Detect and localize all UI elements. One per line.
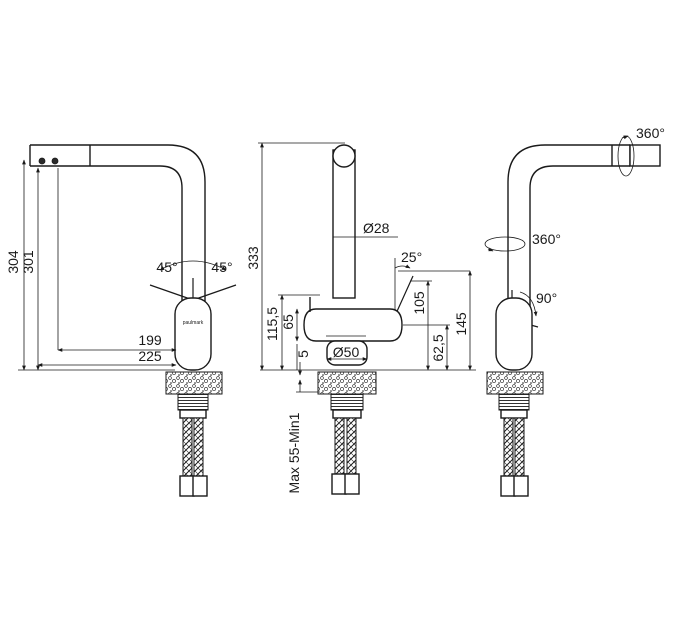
supply-hose (334, 417, 345, 475)
angle-label-left: 45° (156, 259, 177, 275)
dim-label-301: 301 (20, 250, 36, 274)
supply-hose (514, 417, 525, 477)
lever-left-position (149, 284, 194, 301)
faucet-body (174, 297, 212, 371)
dim-label-145: 145 (453, 312, 469, 336)
supply-hose (503, 417, 514, 477)
left-side-view: 304 301 45° 45° paulmark 199 225 (5, 144, 237, 497)
dim-label-5: 5 (295, 350, 311, 358)
hose-fitting (513, 475, 529, 497)
dim-label-199: 199 (138, 332, 162, 348)
lever-right-position (192, 284, 237, 301)
supply-hose (193, 417, 204, 477)
aerator-icon (51, 157, 59, 165)
faucet-body (495, 297, 533, 371)
mounting-nut (179, 409, 207, 419)
mounting-nut (332, 409, 362, 419)
front-view: 333 Ø28 25° 115,5 65 5 Ø50 145 (245, 142, 476, 495)
spout-tube (332, 149, 356, 299)
mounting-nut (500, 409, 528, 419)
lever-angle-arc (159, 260, 227, 271)
rotation-arrow-icon (621, 135, 629, 140)
spout-head (332, 144, 356, 168)
rotation-label-head: 360° (636, 125, 665, 141)
dim-label-countertop: Max 55-Min1 (286, 412, 302, 493)
hose-fitting (179, 475, 195, 497)
dim-label-25: 25° (401, 249, 422, 265)
dim-label-65: 65 (280, 314, 296, 330)
dim-label-105: 105 (411, 291, 427, 315)
countertop-section (165, 371, 223, 395)
rotation-arrow-icon (487, 247, 494, 252)
lever-angle-arc (394, 264, 411, 269)
mounting-stud (330, 393, 364, 411)
dim-label-62: 62,5 (430, 334, 446, 361)
spout-outline-inner (30, 165, 183, 318)
lever-angle-arc (519, 291, 538, 317)
hose-fitting (344, 473, 360, 495)
dim-label-115: 115,5 (264, 307, 280, 341)
supply-hose (182, 417, 193, 477)
angle-label-right: 45° (211, 259, 232, 275)
spout-outline-inner (529, 165, 630, 318)
right-side-view: 360° 360° 90° (484, 125, 665, 497)
rotation-label-spout: 360° (532, 231, 561, 247)
countertop-section (317, 371, 377, 395)
mounting-stud (177, 393, 209, 411)
spout-head (629, 144, 661, 167)
aerator-icon (38, 157, 46, 165)
countertop-section (486, 371, 544, 395)
hose-fitting (331, 473, 347, 495)
dim-label-225: 225 (138, 348, 162, 364)
dim-label-304: 304 (5, 250, 21, 274)
angle-label-90: 90° (536, 290, 557, 306)
brand-logo: paulmark (183, 320, 204, 326)
mounting-stud (498, 393, 530, 411)
spout-outline-outer (507, 144, 630, 318)
faucet-body (303, 308, 403, 342)
hose-fitting (500, 475, 516, 497)
supply-hose (346, 417, 357, 475)
dim-label-50: Ø50 (333, 344, 360, 360)
dim-label-diameter: Ø28 (363, 220, 390, 236)
dim-label-333: 333 (245, 246, 261, 270)
hose-fitting (192, 475, 208, 497)
spout-outline-outer (30, 144, 206, 318)
spout-rotation-arc (484, 236, 526, 252)
